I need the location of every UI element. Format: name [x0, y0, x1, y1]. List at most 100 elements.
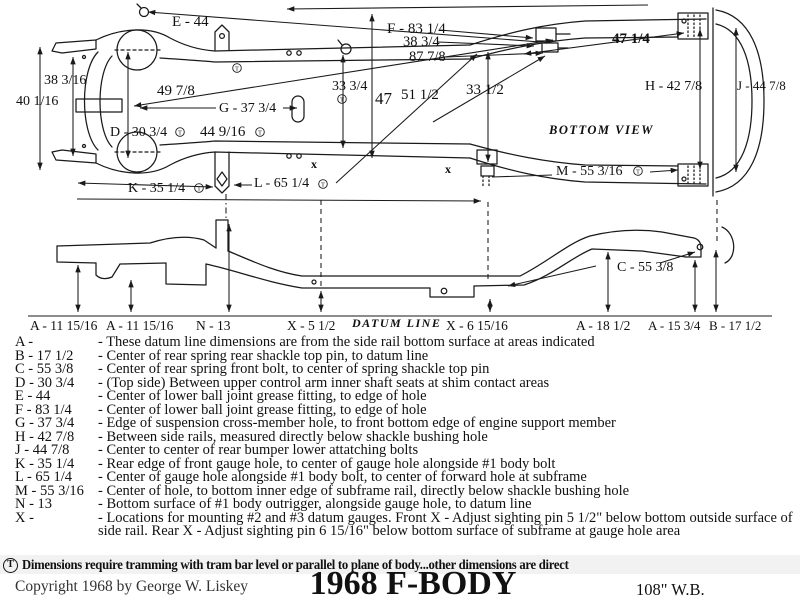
- dim-label-h: H - 42 7/8: [645, 79, 702, 94]
- legend-key: J - 44 7/8: [15, 442, 70, 458]
- dim-label-c: C - 55 3/8: [617, 260, 673, 275]
- legend-key: F - 83 1/4: [15, 401, 72, 418]
- datum-label-x61516: X - 6 15/16: [446, 318, 508, 333]
- dim-label-k: K - 35 1/4: [128, 181, 185, 196]
- dim-label-e: E - 44: [172, 14, 209, 30]
- tram-note-text: Dimensions require tramming with tram ba…: [22, 557, 569, 572]
- dim-label-47-14: 47 1/4: [612, 31, 650, 47]
- legend-key: G - 37 3/4: [15, 415, 75, 431]
- tram-symbol: T: [255, 127, 265, 137]
- tram-symbol: T: [175, 127, 185, 137]
- legend-row-d: D - 30 3/4 - (Top side) Between upper con…: [15, 374, 795, 391]
- svg-text:T: T: [235, 65, 239, 72]
- legend-row-n: N - 13 - Bottom surface of #1 body outrig…: [15, 496, 795, 512]
- datum-label-n13: N - 13: [196, 318, 231, 333]
- legend-desc: - Between side rails, measured directly …: [98, 428, 488, 445]
- legend-key: M - 55 3/16: [15, 482, 84, 499]
- dim-label-38-316: 38 3/16: [44, 73, 86, 88]
- legend-row-b: B - 17 1/2 - Center of rear spring rear s…: [15, 347, 795, 364]
- dim-label-g: G - 37 3/4: [219, 101, 276, 116]
- dim-label-f: F - 83 1/4: [387, 21, 446, 37]
- dim-label-40-116: 40 1/16: [16, 94, 58, 109]
- datum-label-a1: A - 11 15/16: [30, 318, 98, 333]
- dim-label-44-916: 44 9/16: [200, 124, 246, 140]
- dim-label-l: L - 65 1/4: [254, 176, 309, 191]
- chassis-diagram: E - 44 F - 83 1/4 38 3/4 87 7/8 47 1/4 3…: [16, 3, 786, 333]
- dim-label-38-34: 38 3/4: [403, 34, 440, 50]
- tram-symbol: T: [232, 63, 242, 73]
- copyright-text: Copyright 1968 by George W. Liskey: [15, 578, 249, 595]
- legend-row-m: M - 55 3/16 - Center of hole, to bottom i…: [15, 482, 795, 499]
- dim-label-47: 47: [375, 89, 393, 108]
- legend-desc: - These datum line dimensions are from t…: [98, 334, 595, 350]
- legend-row-j: J - 44 7/8 - Center to center of rear bum…: [15, 442, 795, 458]
- dimension-legend: A - - These datum line dimensions are fro…: [15, 334, 795, 539]
- tram-symbol-legend-icon: T: [3, 558, 18, 573]
- legend-desc: - Center of gauge hole alongside #1 body…: [98, 469, 587, 485]
- dimension-labels: E - 44 F - 83 1/4 38 3/4 87 7/8 47 1/4 3…: [16, 14, 786, 333]
- svg-text:T: T: [321, 181, 325, 188]
- legend-desc: - Center of rear spring front bolt, to c…: [98, 361, 490, 377]
- legend-key: E - 44: [15, 388, 51, 404]
- legend-key: B - 17 1/2: [15, 347, 74, 364]
- legend-key: X -: [15, 509, 34, 526]
- svg-text:T: T: [178, 129, 182, 136]
- legend-desc: - Center of hole, to bottom inner edge o…: [98, 482, 630, 499]
- legend-row-h: H - 42 7/8 - Between side rails, measured…: [15, 428, 795, 445]
- legend-key: D - 30 3/4: [15, 374, 75, 391]
- dim-label-33-12: 33 1/2: [466, 82, 504, 98]
- legend-desc: - Center of lower ball joint grease fitt…: [98, 388, 427, 404]
- legend-row-l: L - 65 1/4 - Center of gauge hole alongsi…: [15, 469, 795, 485]
- legend-desc: - Bottom surface of #1 body outrigger, a…: [98, 496, 532, 512]
- legend-key: C - 55 3/8: [15, 361, 74, 377]
- tram-symbols: T T T T T T T: [175, 63, 643, 193]
- legend-row-e: E - 44 - Center of lower ball joint greas…: [15, 388, 795, 404]
- tram-symbol: T: [318, 179, 328, 189]
- legend-desc: - Locations for mounting #2 and #3 datum…: [98, 509, 793, 539]
- legend-row-k: K - 35 1/4- Rear edge of front gauge hol…: [15, 455, 795, 472]
- legend-row-x: X - - Locations for mounting #2 and #3 da…: [15, 509, 795, 539]
- legend-key: H - 42 7/8: [15, 428, 75, 445]
- legend-desc: - Center to center of rear bumper lower …: [98, 442, 419, 458]
- bottom-view-dimension-lines: [37, 4, 739, 288]
- legend-desc: - Rear edge of front gauge hole, to cent…: [98, 455, 556, 472]
- svg-text:T: T: [197, 185, 201, 192]
- svg-text:T: T: [258, 129, 262, 136]
- legend-desc: - (Top side) Between upper control arm i…: [98, 374, 550, 391]
- legend-desc: - Center of lower ball joint grease fitt…: [98, 401, 427, 418]
- legend-key: A -: [15, 334, 34, 350]
- bottom-view-caption: BOTTOM VIEW: [548, 123, 654, 137]
- dim-label-d: D - 30 3/4: [110, 125, 167, 140]
- datum-label-a1534: A - 15 3/4: [648, 318, 701, 333]
- side-view-frame-outline: [56, 219, 735, 298]
- legend-row-a: A - - These datum line dimensions are fro…: [15, 334, 795, 350]
- x-gauge-mark-rear: x: [445, 162, 451, 176]
- legend-row-g: G - 37 3/4 - Edge of suspension cross-mem…: [15, 415, 795, 431]
- legend-desc: - Edge of suspension cross-member hole, …: [98, 415, 616, 431]
- scan-band: [0, 555, 800, 574]
- dim-label-51-12: 51 1/2: [401, 87, 439, 103]
- datum-label-a1812: A - 18 1/2: [576, 318, 630, 333]
- page-title: 1968 F-BODY: [309, 565, 517, 602]
- datum-label-b1712: B - 17 1/2: [709, 318, 761, 333]
- legend-key: N - 13: [15, 496, 53, 512]
- legend-desc: - Center of rear spring rear shackle top…: [98, 347, 429, 364]
- svg-text:T: T: [340, 96, 344, 103]
- side-view-dimension-lines: [28, 224, 772, 317]
- wheelbase-text: 108" W.B.: [636, 580, 705, 599]
- legend-row-c: C - 55 3/8 - Center of rear spring front …: [15, 361, 795, 377]
- tram-symbol: T: [194, 183, 204, 193]
- legend-key: L - 65 1/4: [15, 469, 73, 485]
- x-gauge-mark-front: x: [311, 157, 317, 171]
- dim-label-j: J - 44 7/8: [737, 78, 786, 93]
- tram-symbol: T: [337, 94, 347, 104]
- datum-label-x512: X - 5 1/2: [287, 318, 335, 333]
- dim-label-m: M - 55 3/16: [556, 164, 623, 179]
- datum-label-a2: A - 11 15/16: [106, 318, 174, 333]
- datum-line-caption: DATUM LINE: [351, 316, 441, 330]
- dim-label-33-34: 33 3/4: [332, 79, 367, 94]
- legend-row-f: F - 83 1/4 - Center of lower ball joint g…: [15, 401, 795, 418]
- tram-note-row: T Dimensions require tramming with tram …: [3, 556, 603, 573]
- svg-text:T: T: [636, 168, 640, 175]
